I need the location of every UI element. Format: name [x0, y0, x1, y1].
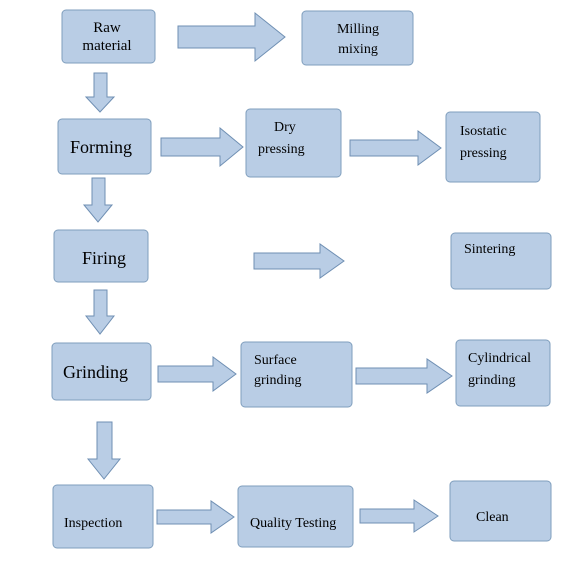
box-clean — [449, 480, 552, 542]
arrow-surface-to-cylindrical — [355, 358, 453, 394]
label-line: grinding — [254, 373, 302, 388]
label-line: Quality Testing — [250, 516, 337, 531]
label-line: pressing — [460, 146, 507, 161]
box-milling-mixing — [301, 10, 414, 66]
label-milling-mixing: Milling mixing — [330, 20, 386, 60]
label-surface-grinding: Surface grinding — [254, 351, 301, 391]
box-inspection — [52, 484, 154, 549]
box-quality-testing — [237, 485, 354, 548]
label-line: mixing — [338, 42, 378, 57]
box-isostatic-pressing — [445, 111, 541, 183]
box-firing — [53, 229, 149, 283]
label-line: Dry — [274, 120, 296, 135]
box-cylindrical-grinding — [455, 339, 551, 407]
arrow-firing-to-sintering — [253, 243, 345, 279]
arrow-forming-to-firing — [82, 177, 114, 223]
label-quality-testing: Quality Testing — [250, 514, 336, 534]
label-line: grinding — [468, 373, 516, 388]
label-line: Surface — [254, 353, 297, 368]
arrow-raw-to-milling — [177, 11, 286, 63]
box-grinding — [51, 342, 152, 401]
arrow-firing-to-grinding — [84, 289, 116, 335]
label-forming: Forming — [70, 137, 132, 157]
label-dry-pressing: Dry pressing — [258, 117, 305, 161]
arrow-raw-to-forming — [84, 72, 116, 113]
arrow-dry-to-isostatic — [349, 130, 442, 166]
label-grinding: Grinding — [63, 362, 128, 382]
label-cylindrical-grinding: Cylindrical grinding — [468, 348, 531, 392]
arrow-grinding-to-inspection — [86, 421, 122, 480]
label-firing: Firing — [82, 248, 126, 268]
arrow-grinding-to-surface — [157, 356, 237, 392]
label-line: material — [82, 38, 132, 54]
label-isostatic-pressing: Isostatic pressing — [460, 121, 507, 165]
box-forming — [57, 118, 152, 175]
label-sintering: Sintering — [464, 240, 515, 260]
label-inspection: Inspection — [64, 514, 122, 534]
label-line: Inspection — [64, 516, 123, 531]
arrow-forming-to-dry — [160, 126, 244, 168]
arrow-quality-to-clean — [359, 499, 439, 533]
label-raw-material: Raw material — [70, 19, 144, 55]
label-line: Cylindrical — [468, 351, 531, 366]
box-surface-grinding — [240, 341, 353, 408]
label-line: Raw — [93, 20, 121, 36]
label-line: Forming — [70, 137, 133, 157]
label-line: Grinding — [63, 362, 128, 382]
box-dry-pressing — [245, 108, 342, 178]
label-line: Firing — [82, 248, 127, 268]
box-raw-material — [61, 9, 156, 64]
box-sintering — [450, 232, 552, 290]
label-line: Sintering — [464, 242, 516, 257]
label-line: Milling — [336, 22, 379, 37]
label-clean: Clean — [476, 508, 509, 528]
label-line: Isostatic — [460, 124, 507, 139]
label-line: pressing — [258, 142, 305, 157]
label-line: Clean — [476, 510, 509, 525]
arrow-inspection-to-quality — [156, 500, 235, 534]
